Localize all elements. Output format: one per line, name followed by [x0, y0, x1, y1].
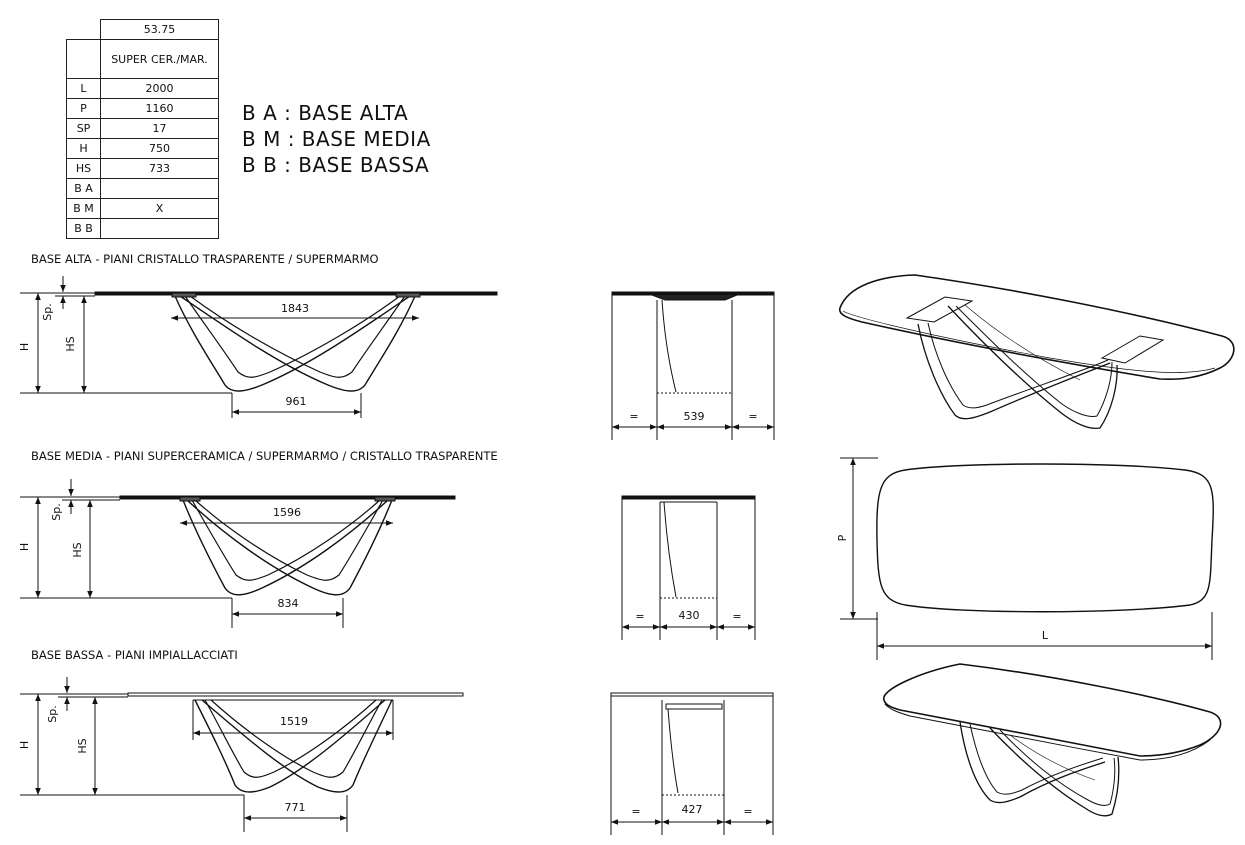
- equal-label: =: [631, 805, 640, 818]
- h-label: H: [18, 543, 31, 551]
- leg-curve: [947, 305, 1118, 430]
- equal-label: =: [732, 610, 741, 623]
- section-title-bassa: BASE BASSA - PIANI IMPIALLACCIATI: [31, 648, 238, 662]
- perspective-view-glass: [838, 274, 1235, 430]
- tabletop-media: [119, 495, 456, 500]
- sp-label: Sp.: [50, 503, 63, 520]
- leg-curve: [955, 305, 1113, 417]
- equal-label: =: [635, 610, 644, 623]
- leg-curve: [204, 699, 377, 778]
- section-title-media: BASE MEDIA - PIANI SUPERCERAMICA / SUPER…: [31, 449, 498, 463]
- tabletop-side: [611, 291, 775, 296]
- section-title-alta: BASE ALTA - PIANI CRISTALLO TRASPARENTE …: [31, 252, 379, 266]
- leg-curve: [186, 499, 393, 596]
- leg-curve: [191, 499, 381, 581]
- leg-curve: [927, 322, 1109, 409]
- leg-curve: [969, 723, 1104, 795]
- side-view-alta: [611, 291, 775, 440]
- leg-curve: [174, 295, 411, 392]
- hs-label: HS: [64, 336, 77, 351]
- spec-row-material: SUPER CER./MAR.: [66, 39, 219, 79]
- front-view-media: [20, 479, 456, 628]
- top-width-label: 1843: [281, 302, 309, 315]
- side-view-media: [621, 495, 756, 640]
- side-width-label: 539: [684, 410, 705, 423]
- leg-curve: [201, 699, 393, 793]
- spec-row: B B: [66, 218, 219, 239]
- leg-plate: [179, 496, 201, 502]
- leg-curve: [189, 295, 406, 378]
- legend-base-bassa: B B : BASE BASSA: [242, 153, 430, 177]
- equal-label: =: [629, 410, 638, 423]
- bottom-width-label: 771: [285, 801, 306, 814]
- leg-plate-side: [651, 294, 738, 301]
- leg-plate: [374, 496, 396, 502]
- tabletop-bassa: [127, 692, 464, 697]
- side-view-bassa: [610, 692, 774, 835]
- leg-shadow: [1009, 734, 1096, 781]
- front-view-alta: [20, 276, 498, 418]
- leg-curve: [182, 499, 389, 596]
- bottom-width-label: 834: [278, 597, 299, 610]
- leg-curve: [959, 721, 1106, 804]
- h-label: H: [18, 741, 31, 749]
- leg-plate: [171, 292, 197, 298]
- glass-top: [838, 274, 1235, 381]
- leg-shadow: [964, 304, 1081, 381]
- leg-side-curve: [667, 708, 679, 794]
- sp-label: Sp.: [46, 705, 59, 722]
- equal-label: =: [748, 410, 757, 423]
- spec-material: SUPER CER./MAR.: [100, 39, 219, 79]
- spec-key-empty: [66, 39, 101, 79]
- leg-plate-side: [665, 703, 723, 710]
- legend-base-alta: B A : BASE ALTA: [242, 101, 409, 125]
- p-label: P: [836, 534, 849, 541]
- leg-curve: [179, 295, 416, 392]
- legend-base-media: B M : BASE MEDIA: [242, 127, 431, 151]
- top-view: [840, 457, 1214, 660]
- leg-side-curve: [663, 501, 677, 598]
- tabletop-side: [610, 692, 774, 697]
- leg-plate-right: [1100, 335, 1165, 364]
- h-label: H: [18, 343, 31, 351]
- leg-curve: [210, 699, 383, 778]
- leg-plate: [395, 292, 421, 298]
- top-width-label: 1519: [280, 715, 308, 728]
- leg-curve: [989, 727, 1120, 817]
- tabletop-side: [621, 495, 756, 500]
- leg-curve: [917, 323, 1111, 420]
- hs-label: HS: [71, 542, 84, 557]
- leg-plate-left: [905, 296, 974, 323]
- l-label: L: [1042, 629, 1049, 642]
- front-view-bassa: [20, 677, 464, 832]
- leg-curve: [184, 295, 401, 378]
- bottom-width-label: 961: [286, 395, 307, 408]
- leg-curve: [999, 729, 1116, 806]
- glass-edge: [842, 310, 1216, 373]
- spec-key: HS: [66, 158, 101, 179]
- solid-top-edge: [884, 703, 1211, 761]
- spec-key: B B: [66, 218, 101, 239]
- solid-top: [883, 663, 1222, 757]
- spec-key: SP: [66, 118, 101, 139]
- equal-label: =: [743, 805, 752, 818]
- leg-curve: [194, 499, 384, 581]
- side-width-label: 430: [679, 609, 700, 622]
- tabletop-alta: [94, 291, 498, 296]
- table-outline-top: [876, 463, 1214, 613]
- leg-side-curve: [661, 299, 677, 393]
- side-width-label: 427: [682, 803, 703, 816]
- sp-label: Sp.: [41, 303, 54, 320]
- leg-curve: [194, 699, 386, 793]
- perspective-view-solid: [883, 663, 1222, 817]
- hs-label: HS: [76, 738, 89, 753]
- spec-value: [100, 218, 219, 239]
- top-width-label: 1596: [273, 506, 301, 519]
